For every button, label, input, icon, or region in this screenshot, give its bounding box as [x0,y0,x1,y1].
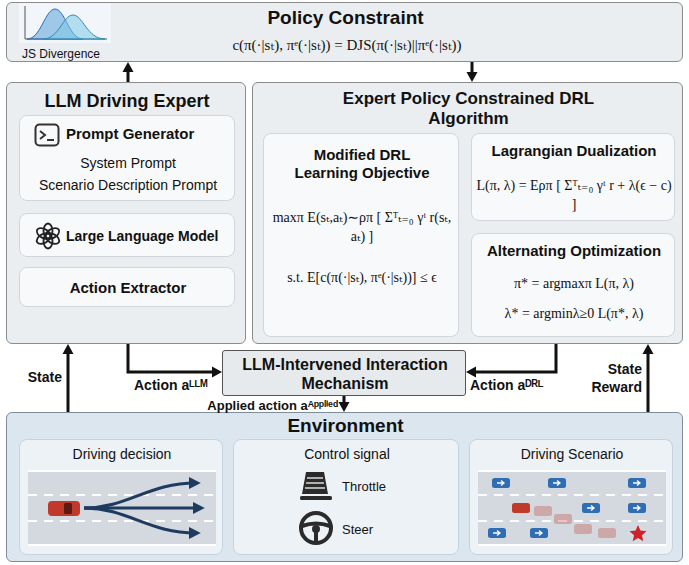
figure-label: JS Divergence [22,47,100,61]
text-holder: Policy Constraint [7,7,684,29]
js-divergence-chart [19,3,111,43]
node-title: Driving decision [73,446,172,462]
text-holder: Driving decision [20,445,224,463]
text-holder: Prompt Generator [66,125,230,143]
driving-scenario-figure [478,466,666,550]
text-holder: L(π, λ) = Eρπ [ Σᵀₜ₌₀ γᵗ r + λ(ϵ − c) ] [476,176,672,213]
steering-wheel-icon [298,510,334,546]
text-holder: State Reward [584,360,642,396]
text-holder: Modified DRL Learning Objective [292,146,432,182]
connector-line [343,396,346,404]
node-text: L(π, λ) = Eρπ [ Σᵀₜ₌₀ γᵗ r + λ(ϵ − c) ] [476,178,671,212]
connector [643,344,654,412]
pedal-icon [298,468,334,502]
text-holder: Large Language Model [66,227,232,245]
text-holder: Applied action aᴬᵖᵖˡⁱᵉᵈ [178,396,338,414]
text-holder: Action Extractor [20,279,236,297]
node-title: Policy Constraint [267,7,423,28]
text-holder: Expert Policy Constrained DRL Algorithm [333,89,604,129]
connector-line [471,62,474,74]
text-holder: Lagrangian Dualization [472,142,676,160]
node-text: c(π(·|sₜ), πᵉ(·|sₜ)) = DJS(π(·|sₜ)||πᵉ(·… [232,37,461,53]
text-holder: Throttle [342,477,452,495]
text-holder: maxπ E(sₜ,aₜ)∼ρπ [ Σᵀₜ₌₀ γᵗ r(sₜ, aₜ) ] [270,208,454,245]
node-text: Throttle [342,479,386,494]
text-holder: π* = argmaxπ L(π, λ) [476,274,672,293]
node-title: Prompt Generator [66,125,194,142]
text-holder: Action aᴸᴸᴹ [134,376,220,394]
sub-box: Driving Scenario [469,439,673,555]
connector [63,344,74,412]
llm-logo-icon [34,222,62,250]
inner-box: Lagrangian DualizationL(π, λ) = Eρπ [ Σᵀ… [471,133,675,221]
text-holder: System Prompt [20,154,236,172]
connector-line [128,344,214,372]
connector [467,62,478,82]
node-text: Scenario Description Prompt [39,177,217,193]
connector [123,62,134,82]
text-holder: State [12,368,62,386]
outer-box: Policy Constraint c(π(·|sₜ), πᵉ(·|sₜ)) = … [6,2,683,62]
text-holder: Control signal [234,445,460,463]
terminal-icon [34,123,60,147]
node-title: Modified DRL Learning Objective [294,146,429,181]
connector [128,344,222,378]
text-holder: Steer [342,520,452,538]
node-text: maxπ E(sₜ,aₜ)∼ρπ [ Σᵀₜ₌₀ γᵗ r(sₜ, aₜ) ] [273,210,452,244]
node-title: Driving Scenario [521,446,624,462]
outer-box: Modified DRL Learning Objective maxπ E(sₜ… [252,82,683,344]
edge-label: Action aᴰᴿᴸ [470,377,543,393]
edge-label: State Reward [591,361,642,395]
node-title: Alternating Optimization [487,242,661,259]
text-holder: Action aᴰᴿᴸ [470,376,556,394]
node-title: Action Extractor [70,279,187,296]
sub-box: Driving decision [19,439,223,555]
node-title: LLM-Intervened Interaction Mechanism [242,356,447,392]
text-holder: Environment [7,415,684,437]
node-text: π* = argmaxπ L(π, λ) [514,276,634,291]
inner-box: Large Language Model [19,213,235,257]
sub-box: Control signalThrottleSteer [233,439,459,555]
text-holder: Driving Scenario [470,445,674,463]
connector-line [647,352,650,412]
text-holder: c(π(·|sₜ), πᵉ(·|sₜ)) = DJS(π(·|sₜ)||πᵉ(·… [127,36,567,55]
text-holder: Alternating Optimization [472,242,676,260]
node-title: Large Language Model [66,228,218,244]
inner-box: Action Extractor [19,267,235,307]
node-title: Expert Policy Constrained DRL Algorithm [343,89,594,128]
mech-box: LLM-Intervened Interaction Mechanism [222,350,466,396]
connector-line [67,352,70,412]
node-title: Lagrangian Dualization [491,142,656,159]
env-box: Driving decision Control signalThrottleS… [6,412,683,562]
connector [466,344,556,378]
edge-label: Action aᴸᴸᴹ [134,377,207,393]
connector-line [127,70,130,82]
inner-box: Prompt GeneratorSystem PromptScenario De… [19,115,235,201]
text-holder: LLM-Intervened Interaction Mechanism [235,356,455,394]
node-title: Environment [287,415,403,436]
edge-label: Applied action aᴬᵖᵖˡⁱᵉᵈ [207,398,338,413]
connector-line [474,344,556,372]
text-holder: s.t. E[c(π(·|sₜ), πᵉ(·|sₜ))] ≤ ϵ [270,268,454,287]
node-title: Control signal [304,446,390,462]
node-text: System Prompt [80,155,176,171]
inner-box: Modified DRL Learning Objective maxπ E(sₜ… [263,133,459,337]
node-text: λ* = argminλ≥0 L(π*, λ) [505,306,644,321]
node-text: Steer [342,522,373,537]
inner-box: Alternating Optimization π* = argmaxπ L(π… [471,233,675,337]
driving-decision-figure [28,466,216,550]
text-holder: LLM Driving Expert [7,91,247,112]
text-holder: Scenario Description Prompt [20,176,236,194]
outer-box: Prompt GeneratorSystem PromptScenario De… [6,82,246,344]
edge-label: State [28,369,62,385]
text-holder: JS Divergence [22,44,112,62]
connector [339,396,350,412]
node-text: s.t. E[c(π(·|sₜ), πᵉ(·|sₜ))] ≤ ϵ [287,270,437,285]
node-title: LLM Driving Expert [44,91,209,111]
text-holder: λ* = argminλ≥0 L(π*, λ) [476,304,672,323]
